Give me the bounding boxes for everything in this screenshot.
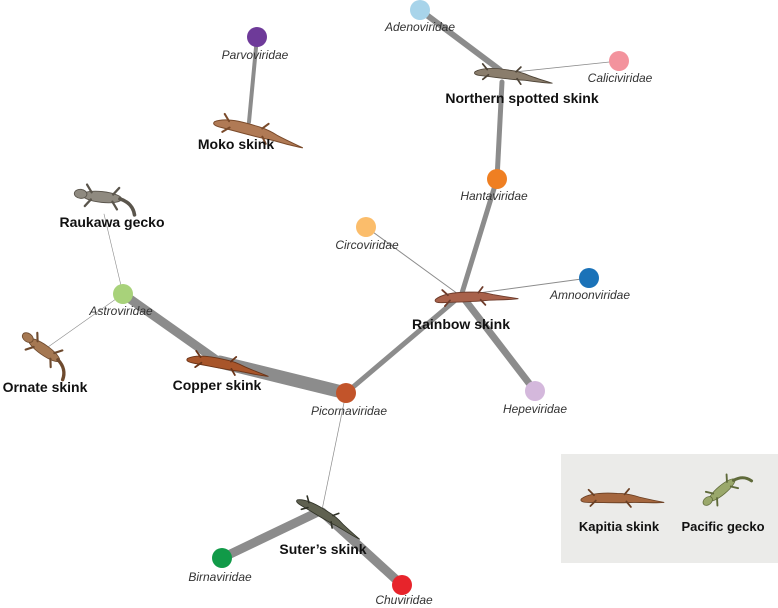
legend: Kapitia skink Pacific gecko — [561, 454, 778, 563]
edge-circoviridae-rainbow — [365, 226, 459, 295]
northern-spotted-skink-icon — [472, 61, 555, 89]
label-birnaviridae: Birnaviridae — [188, 570, 252, 584]
label-raukawa-gecko: Raukawa gecko — [59, 214, 164, 230]
edge-suters-birnaviridae — [217, 507, 323, 563]
label-astroviridae: Astroviridae — [88, 304, 153, 318]
node-picornaviridae — [336, 383, 356, 403]
label-suters-skink: Suter’s skink — [279, 541, 366, 557]
virus-nodes — [113, 0, 629, 595]
edge-adenoviridae-northern-spotted — [417, 7, 503, 73]
label-copper-skink: Copper skink — [173, 377, 262, 393]
node-astroviridae — [113, 284, 133, 304]
host-illustrations — [12, 61, 555, 544]
label-adenoviridae: Adenoviridae — [384, 20, 455, 34]
rainbow-skink-icon — [433, 284, 520, 309]
label-ornate-skink: Ornate skink — [3, 379, 88, 395]
label-rainbow-skink: Rainbow skink — [412, 316, 510, 332]
label-picornaviridae: Picornaviridae — [311, 404, 387, 418]
edge-rainbow-picornaviridae — [343, 295, 461, 396]
edge-hantaviridae-rainbow — [459, 176, 500, 296]
edge-caliciviridae-northern-spotted — [504, 60, 620, 74]
edge-astroviridae-ornate — [47, 293, 124, 348]
edge-astroviridae-raukawa — [103, 213, 124, 295]
node-hepeviridae — [525, 381, 545, 401]
legend-pacific-gecko: Pacific gecko — [681, 519, 764, 534]
host-labels: Moko skink Northern spotted skink Raukaw… — [3, 90, 599, 557]
label-circoviridae: Circoviridae — [335, 238, 399, 252]
virus-labels: Parvoviridae Adenoviridae Caliciviridae … — [88, 20, 652, 607]
edge-amnoonviridae-rainbow — [463, 277, 590, 296]
edge-northern-spotted-hantaviridae — [494, 79, 505, 182]
label-amnoonviridae: Amnoonviridae — [549, 288, 630, 302]
label-hepeviridae: Hepeviridae — [503, 402, 567, 416]
label-caliciviridae: Caliciviridae — [588, 71, 653, 85]
label-parvoviridae: Parvoviridae — [222, 48, 289, 62]
label-hantaviridae: Hantaviridae — [460, 189, 528, 203]
edge-moko-parvoviridae — [247, 35, 259, 124]
node-circoviridae — [356, 217, 376, 237]
raukawa-gecko-icon — [70, 181, 139, 217]
node-parvoviridae — [247, 27, 267, 47]
edge-rainbow-hepeviridae — [458, 292, 539, 395]
legend-kapitia-skink: Kapitia skink — [579, 519, 660, 534]
node-caliciviridae — [609, 51, 629, 71]
node-chuviridae — [392, 575, 412, 595]
node-hantaviridae — [487, 169, 507, 189]
label-chuviridae: Chuviridae — [375, 593, 433, 607]
node-birnaviridae — [212, 548, 232, 568]
label-northern-spotted-skink: Northern spotted skink — [445, 90, 598, 106]
node-amnoonviridae — [579, 268, 599, 288]
edge-picornaviridae-suters — [321, 392, 347, 511]
edge-astroviridae-copper — [118, 289, 220, 364]
label-moko-skink: Moko skink — [198, 136, 274, 152]
ornate-skink-icon — [12, 324, 79, 382]
node-adenoviridae — [410, 0, 430, 20]
legend-box — [561, 454, 778, 563]
